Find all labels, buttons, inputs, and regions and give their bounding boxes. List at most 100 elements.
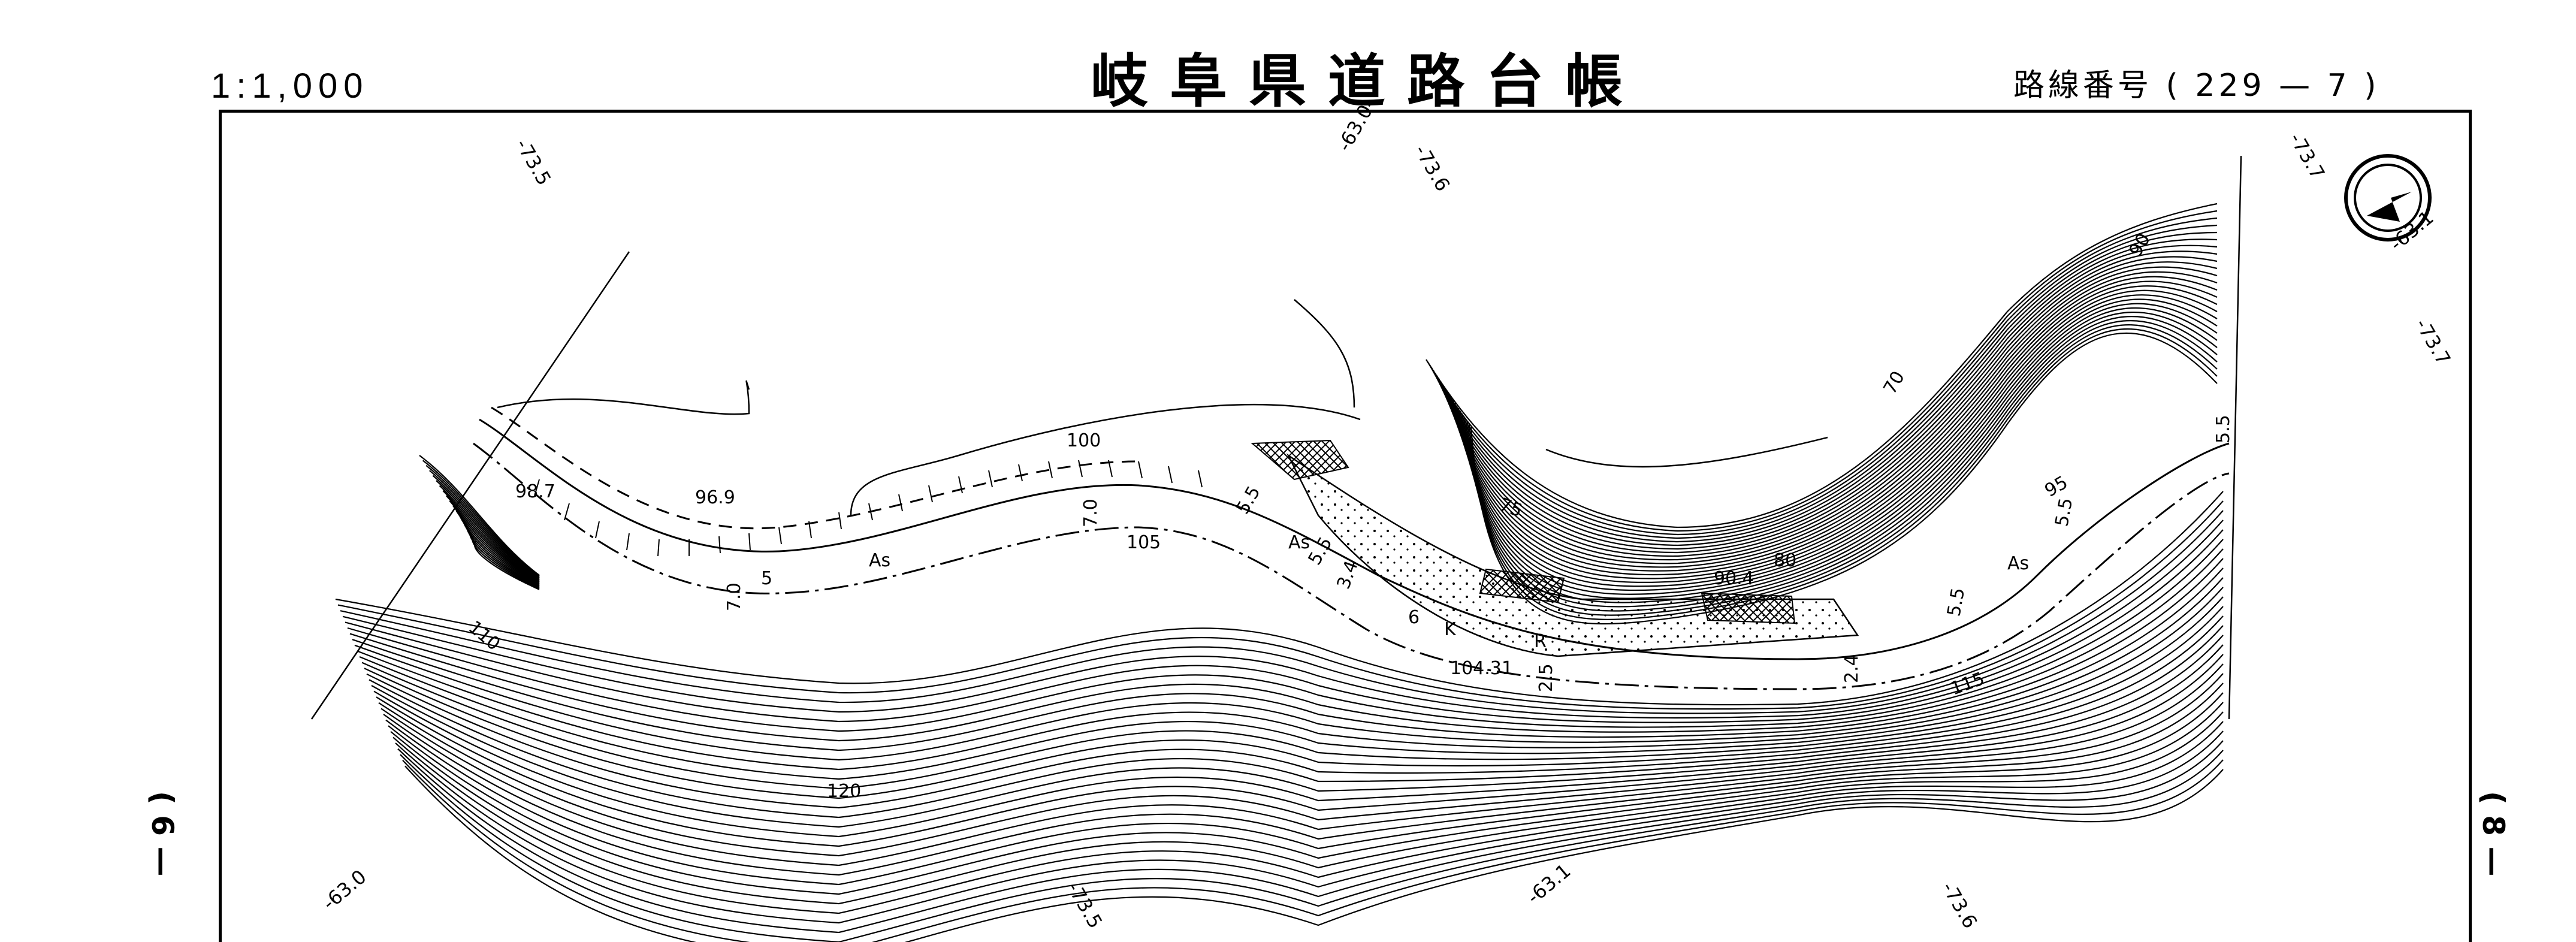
- contour-line: [419, 455, 540, 576]
- route-value: ( 229 — 7 ): [2166, 68, 2380, 104]
- contour-line: [345, 529, 2224, 723]
- contour-line: [402, 759, 2224, 942]
- contour-line: [1452, 289, 2218, 583]
- contour-line: [361, 596, 2224, 790]
- contour-line: [432, 475, 540, 579]
- contour-lines-north: [1426, 203, 2218, 625]
- contour-line: [439, 485, 540, 581]
- contour-line: [1445, 271, 2218, 568]
- grid-label: -73.7: [2285, 129, 2329, 183]
- contour-line: [366, 615, 2224, 809]
- annotation-width-55d: 5.5: [2051, 496, 2077, 528]
- contour-line: [1441, 261, 2218, 561]
- grid-label: -63.1: [1523, 859, 1575, 908]
- contour-line: [1436, 244, 2218, 550]
- contour-lines-west: [419, 455, 540, 590]
- contour-line: [373, 644, 2224, 838]
- annotation-width-70: 7.0: [724, 582, 745, 611]
- contour-line: [371, 635, 2224, 828]
- contour-label: 105: [1127, 532, 1161, 553]
- contour-line: [1464, 320, 2218, 612]
- annotation-mark-r: R: [1534, 631, 1547, 652]
- route-number: 路線番号 ( 229 — 7 ): [2013, 60, 2380, 105]
- annotation-width-55a: 5.5: [1233, 482, 1265, 518]
- contour-line: [376, 654, 2224, 847]
- annotation-section-5: 5: [761, 568, 772, 589]
- grid-label: -73.7: [2411, 315, 2455, 369]
- contour-line: [404, 765, 2224, 942]
- annotation-width-24: 2.4: [1841, 654, 1862, 683]
- contour-line: [390, 711, 2224, 905]
- contour-line: [1427, 210, 2218, 532]
- contour-line: [442, 490, 540, 582]
- contour-line: [1431, 224, 2218, 539]
- grid-label: -63.0-: [1333, 95, 1381, 155]
- contour-line: [422, 460, 540, 577]
- annotation-elev-3: 90.4: [1714, 568, 1754, 589]
- annotation-elev-1: 98.7: [515, 481, 555, 502]
- contour-line: [378, 663, 2224, 857]
- contour-line: [357, 577, 2224, 771]
- contour-line: [400, 750, 2224, 942]
- contour-line: [369, 625, 2224, 819]
- annotation-surface-k: K: [1444, 619, 1457, 640]
- map-frame: [219, 110, 2472, 942]
- contour-line: [466, 526, 540, 588]
- contour-line: [397, 740, 2224, 934]
- embankment-hachures: [534, 460, 1203, 557]
- contour-line: [429, 470, 540, 579]
- contour-label: 115: [1948, 668, 1988, 699]
- map-title: 岐阜県道路台帳: [1091, 48, 1644, 115]
- contour-line: [388, 702, 2224, 895]
- contour-line: [469, 530, 540, 588]
- grid-label: -73.5: [511, 135, 555, 189]
- contour-line: [1426, 203, 2218, 529]
- annotation-surface-as-1: As: [869, 550, 890, 571]
- contour-line: [1448, 280, 2218, 576]
- contour-line: [462, 520, 540, 587]
- contour-line: [337, 500, 2224, 710]
- contour-line: [1450, 285, 2218, 579]
- north-arrow-icon: [2344, 154, 2432, 241]
- contour-line: [1446, 276, 2218, 572]
- contour-line: [1454, 294, 2218, 587]
- boundary-lines: [310, 155, 2242, 720]
- grid-label: -73.6: [1937, 878, 1982, 932]
- contour-label: 100: [1067, 430, 1101, 451]
- contour-line: [383, 683, 2224, 876]
- contour-lines-south: [335, 491, 2224, 942]
- contour-line: [1457, 303, 2218, 595]
- annotation-width-34: 3.4: [1333, 558, 1363, 592]
- contour-line: [385, 692, 2224, 886]
- contour-line: [354, 567, 2224, 761]
- contour-line: [1429, 217, 2218, 536]
- contour-line: [395, 730, 2224, 924]
- contour-line: [349, 548, 2224, 742]
- contour-line: [1466, 324, 2218, 616]
- contour-line: [449, 500, 540, 584]
- annotation-surface-as-2: As: [1288, 532, 1310, 553]
- annotation-width-25: 2.5: [1536, 663, 1557, 692]
- contour-line: [342, 520, 2224, 719]
- contour-line: [352, 558, 2224, 751]
- contour-line: [436, 480, 540, 580]
- annotation-elev-4: 104.31: [1450, 658, 1513, 679]
- contour-line: [392, 721, 2224, 914]
- contour-label: 120: [827, 781, 861, 802]
- grid-label: -73.6: [1410, 141, 1454, 195]
- contour-line: [1443, 266, 2218, 564]
- contour-line: [347, 539, 2224, 732]
- grid-label: -63.0: [318, 865, 371, 914]
- contour-line: [445, 495, 540, 583]
- annotation-elev-2: 96.9: [695, 487, 735, 508]
- hatched-area-1: [1251, 439, 1349, 481]
- contour-line: [1434, 238, 2218, 547]
- contour-label: 90: [2125, 230, 2155, 260]
- contour-line: [335, 491, 2224, 706]
- contour-line: [1459, 307, 2218, 599]
- contour-line: [340, 510, 2224, 714]
- annotation-section-6: 6: [1408, 607, 1420, 628]
- contour-line: [473, 540, 540, 590]
- contour-line: [1439, 256, 2218, 557]
